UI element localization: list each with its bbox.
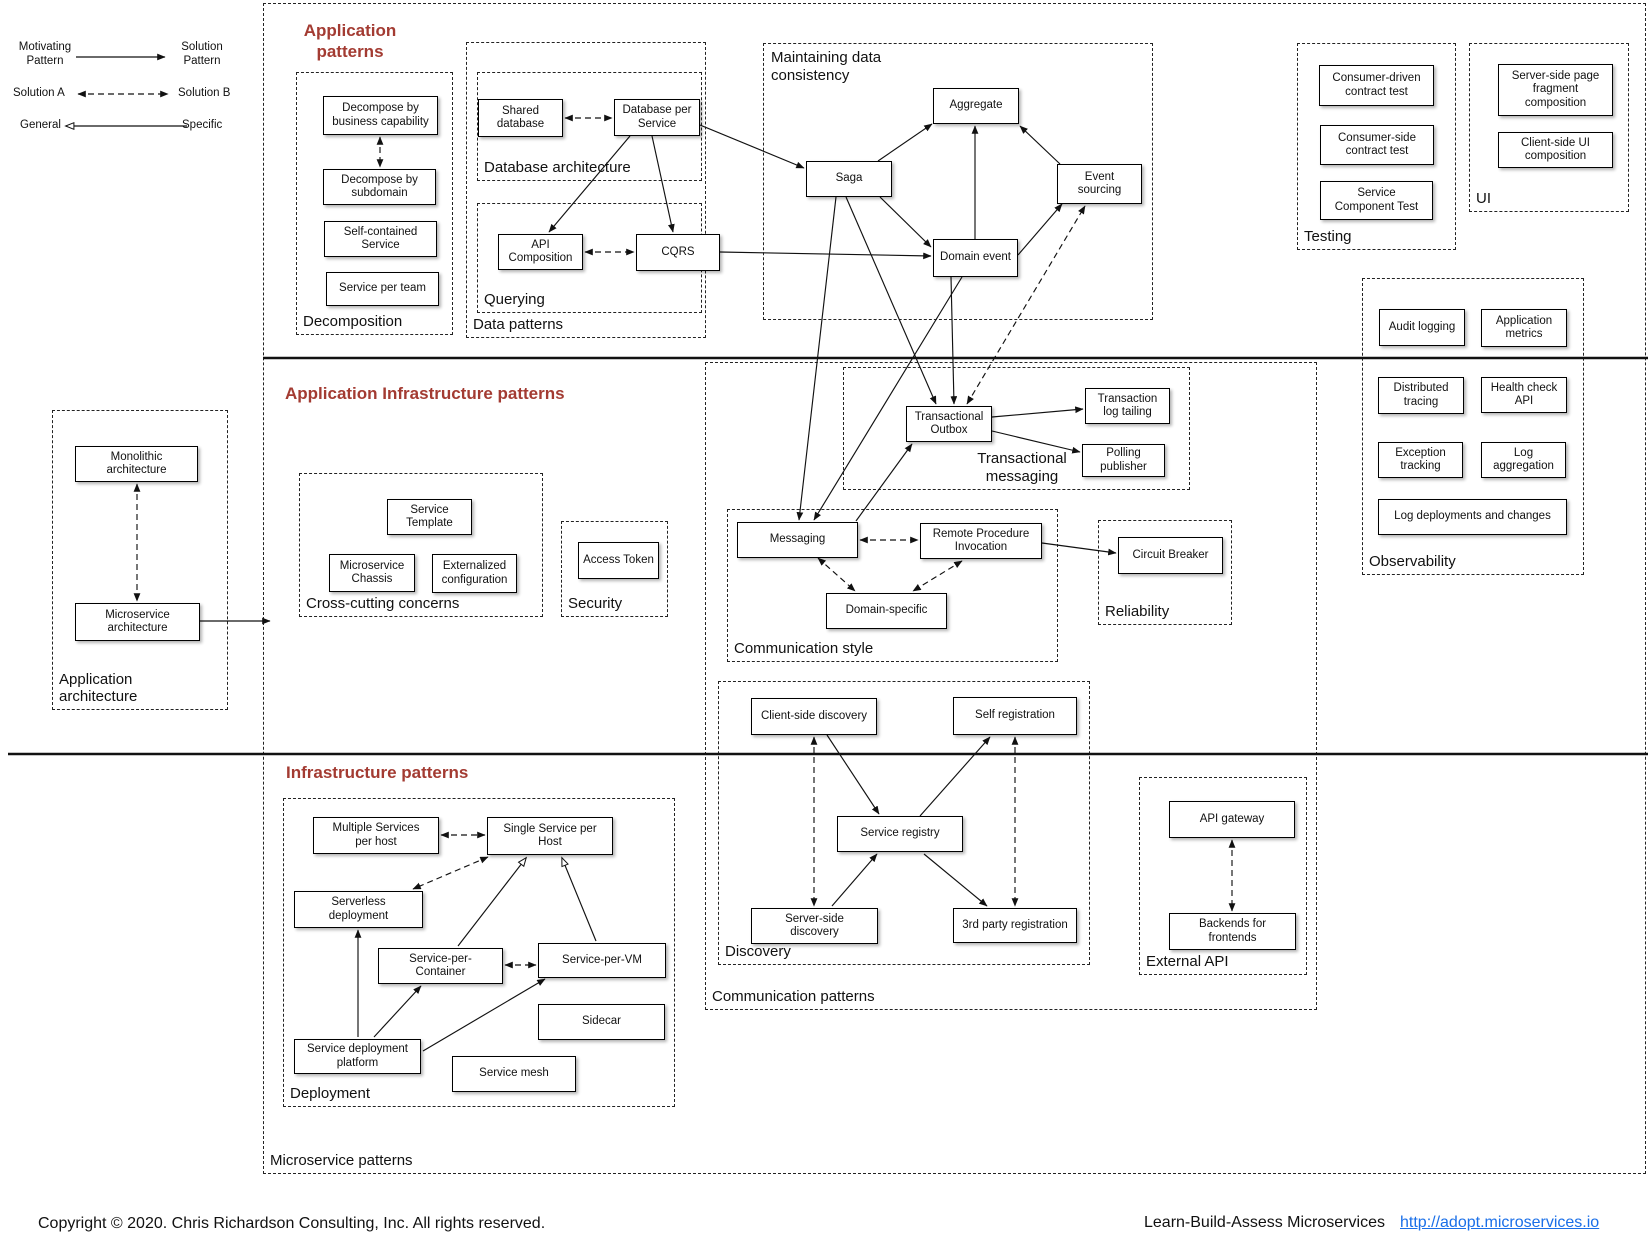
node-service-component-test[interactable]: Service Component Test bbox=[1320, 181, 1433, 220]
node-self-contained-service[interactable]: Self-contained Service bbox=[324, 221, 437, 257]
group-label-querying: Querying bbox=[484, 291, 545, 309]
node-api-gateway[interactable]: API gateway bbox=[1169, 801, 1295, 838]
group-label-deployment: Deployment bbox=[290, 1085, 371, 1103]
group-cross-cutting-concerns bbox=[299, 473, 543, 617]
node-serverless-deployment[interactable]: Serverless deployment bbox=[294, 891, 423, 928]
group-microservice-patterns bbox=[263, 3, 1646, 1174]
node-aggregate[interactable]: Aggregate bbox=[933, 88, 1019, 124]
group-observability bbox=[1362, 278, 1584, 575]
group-label-maintaining-data-consistency: Maintaining data consistency bbox=[771, 49, 882, 84]
group-label-reliability: Reliability bbox=[1105, 603, 1170, 621]
node-domain-specific[interactable]: Domain-specific bbox=[826, 593, 947, 629]
group-ui bbox=[1469, 43, 1629, 212]
heading-application-patterns-heading: Application patterns bbox=[303, 21, 397, 61]
node-client-side-ui-composition[interactable]: Client-side UI composition bbox=[1498, 132, 1613, 168]
adopt-link[interactable]: http://adopt.microservices.io bbox=[1400, 1214, 1600, 1231]
node-multiple-services-per-host[interactable]: Multiple Services per host bbox=[313, 817, 439, 854]
group-label-testing: Testing bbox=[1304, 228, 1352, 246]
node-server-side-discovery[interactable]: Server-side discovery bbox=[751, 908, 878, 944]
node-decompose-by-business-capability[interactable]: Decompose by business capability bbox=[323, 96, 438, 135]
node-sidecar[interactable]: Sidecar bbox=[538, 1004, 665, 1040]
node-service-per-team[interactable]: Service per team bbox=[326, 272, 439, 306]
node-transaction-log-tailing[interactable]: Transaction log tailing bbox=[1085, 388, 1170, 424]
group-label-data-patterns: Data patterns bbox=[473, 316, 564, 334]
node-service-mesh[interactable]: Service mesh bbox=[452, 1056, 576, 1092]
node-exception-tracking[interactable]: Exception tracking bbox=[1378, 442, 1463, 478]
text-legend-general: General bbox=[20, 119, 61, 131]
group-label-external-api: External API bbox=[1146, 953, 1229, 971]
group-label-observability: Observability bbox=[1369, 553, 1456, 571]
node-application-metrics[interactable]: Application metrics bbox=[1481, 309, 1567, 347]
text-legend-specific: Specific bbox=[182, 119, 223, 131]
node-polling-publisher[interactable]: Polling publisher bbox=[1082, 444, 1165, 477]
node-database-per-service[interactable]: Database per Service bbox=[614, 99, 700, 136]
group-security bbox=[561, 521, 668, 617]
node-transactional-outbox[interactable]: Transactional Outbox bbox=[906, 406, 992, 442]
group-reliability bbox=[1098, 520, 1232, 625]
node-microservice-chassis[interactable]: Microservice Chassis bbox=[329, 554, 415, 592]
node-backends-for-frontends[interactable]: Backends for frontends bbox=[1169, 913, 1296, 950]
node-client-side-discovery[interactable]: Client-side discovery bbox=[751, 698, 877, 735]
node-shared-database[interactable]: Shared database bbox=[478, 99, 563, 137]
node-access-token[interactable]: Access Token bbox=[578, 542, 659, 579]
group-label-ui: UI bbox=[1476, 190, 1491, 208]
node-cqrs[interactable]: CQRS bbox=[636, 234, 720, 271]
group-application-architecture bbox=[52, 410, 228, 710]
group-label-database-architecture: Database architecture bbox=[484, 159, 631, 177]
node-distributed-tracing[interactable]: Distributed tracing bbox=[1378, 377, 1464, 414]
node-service-registry[interactable]: Service registry bbox=[837, 816, 963, 852]
text-copyright-text: Copyright © 2020. Chris Richardson Consu… bbox=[38, 1215, 546, 1232]
group-label-decomposition: Decomposition bbox=[303, 313, 403, 331]
node-log-aggregation[interactable]: Log aggregation bbox=[1481, 442, 1566, 478]
node-server-side-page-fragment-composition[interactable]: Server-side page fragment composition bbox=[1498, 64, 1613, 116]
node-decompose-by-subdomain[interactable]: Decompose by subdomain bbox=[323, 169, 436, 205]
node-remote-procedure-invocation[interactable]: Remote Procedure Invocation bbox=[920, 523, 1042, 559]
group-label-communication-patterns: Communication patterns bbox=[712, 988, 875, 1006]
group-label-transactional-messaging: Transactional messaging bbox=[977, 450, 1067, 485]
node-health-check-api[interactable]: Health check API bbox=[1481, 377, 1567, 413]
text-adopt-link[interactable]: http://adopt.microservices.io bbox=[1400, 1213, 1599, 1232]
node-event-sourcing[interactable]: Event sourcing bbox=[1057, 164, 1142, 204]
node-service-template[interactable]: Service Template bbox=[387, 499, 472, 535]
group-external-api bbox=[1139, 777, 1307, 975]
node-saga[interactable]: Saga bbox=[806, 161, 892, 197]
group-label-communication-style: Communication style bbox=[734, 640, 874, 658]
group-label-cross-cutting-concerns: Cross-cutting concerns bbox=[306, 595, 460, 613]
text-legend-solution-a: Solution A bbox=[13, 87, 65, 99]
node-monolithic-architecture[interactable]: Monolithic architecture bbox=[75, 446, 198, 482]
node-single-service-per-host[interactable]: Single Service per Host bbox=[487, 817, 613, 855]
group-decomposition bbox=[296, 72, 453, 335]
node-microservice-architecture[interactable]: Microservice architecture bbox=[75, 603, 200, 641]
text-legend-solution-pattern: Solution Pattern bbox=[181, 41, 223, 67]
heading-application-infrastructure-patterns-heading: Application Infrastructure patterns bbox=[285, 384, 565, 403]
heading-infrastructure-patterns-heading: Infrastructure patterns bbox=[286, 763, 469, 782]
text-learn-build-assess-text: Learn-Build-Assess Microservices bbox=[1144, 1214, 1385, 1231]
group-label-microservice-patterns: Microservice patterns bbox=[270, 1152, 413, 1170]
group-discovery bbox=[718, 681, 1090, 965]
node-third-party-registration[interactable]: 3rd party registration bbox=[953, 908, 1077, 943]
node-service-per-vm[interactable]: Service-per-VM bbox=[538, 943, 666, 978]
text-legend-motivating-pattern: Motivating Pattern bbox=[18, 41, 72, 67]
group-label-security: Security bbox=[568, 595, 623, 613]
group-label-discovery: Discovery bbox=[725, 943, 791, 961]
group-label-application-architecture: Application architecture bbox=[59, 670, 138, 706]
node-self-registration[interactable]: Self registration bbox=[953, 697, 1077, 735]
text-legend-solution-b: Solution B bbox=[178, 87, 231, 99]
node-circuit-breaker[interactable]: Circuit Breaker bbox=[1118, 537, 1223, 574]
group-deployment bbox=[283, 798, 675, 1107]
node-service-deployment-platform[interactable]: Service deployment platform bbox=[294, 1039, 421, 1074]
group-data-patterns bbox=[466, 42, 706, 338]
node-service-per-container[interactable]: Service-per- Container bbox=[378, 948, 503, 984]
node-log-deployments-and-changes[interactable]: Log deployments and changes bbox=[1378, 499, 1567, 535]
node-api-composition[interactable]: API Composition bbox=[498, 234, 583, 270]
node-consumer-driven-contract-test[interactable]: Consumer-driven contract test bbox=[1319, 65, 1434, 106]
node-externalized-configuration[interactable]: Externalized configuration bbox=[432, 554, 517, 593]
node-consumer-side-contract-test[interactable]: Consumer-side contract test bbox=[1320, 125, 1434, 165]
node-messaging[interactable]: Messaging bbox=[737, 522, 858, 558]
node-domain-event[interactable]: Domain event bbox=[933, 239, 1018, 277]
group-testing bbox=[1297, 43, 1456, 250]
node-audit-logging[interactable]: Audit logging bbox=[1379, 309, 1465, 346]
